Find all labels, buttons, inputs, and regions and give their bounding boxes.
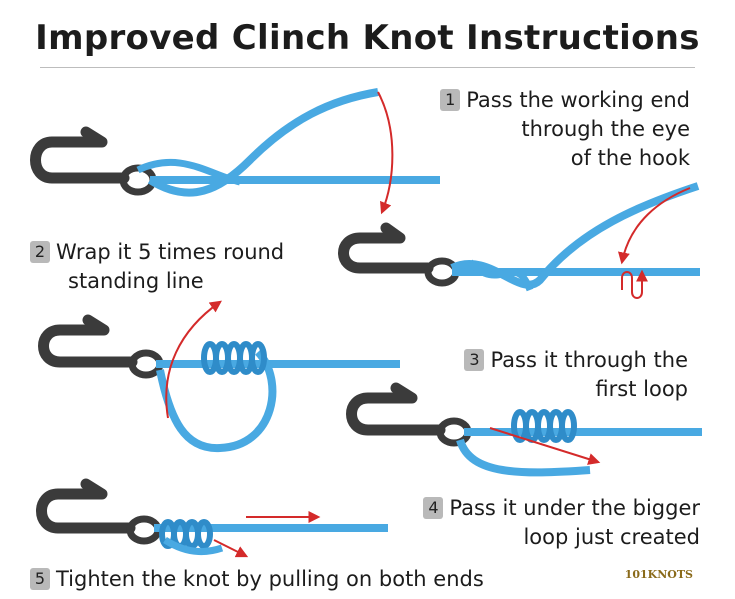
step-number-badge: 2 <box>30 241 50 263</box>
step-line: Pass it under the bigger <box>449 496 700 520</box>
direction-arrow <box>165 300 222 419</box>
step-number-badge: 3 <box>464 349 485 371</box>
hook-icon <box>36 478 136 534</box>
step-line: first loop <box>595 377 688 401</box>
hook-icon <box>338 222 434 274</box>
step-line: Tighten the knot by pulling on both ends <box>56 567 484 591</box>
hook-icon <box>30 126 130 184</box>
wrap-loop <box>467 259 534 292</box>
step-line: loop just created <box>523 525 700 549</box>
direction-arrow <box>618 187 691 265</box>
hook-icon <box>346 382 446 436</box>
step-line: through the eye <box>521 117 690 141</box>
step-3-illustration <box>38 300 400 453</box>
working-end <box>450 182 700 289</box>
working-end <box>147 88 379 197</box>
step-5-illustration <box>36 478 388 558</box>
wrap-arrow <box>621 269 648 299</box>
hook-icon <box>38 314 138 368</box>
step-1-illustration <box>30 88 440 215</box>
step-2-text: 2 Wrap it 5 times round standing line <box>30 238 350 296</box>
step-line: of the hook <box>570 146 690 170</box>
step-2-illustration <box>338 182 700 299</box>
step-line: Pass the working end <box>466 88 690 112</box>
step-5-text: 5 Tighten the knot by pulling on both end… <box>30 565 550 594</box>
tag-end <box>163 536 224 555</box>
big-loop <box>156 349 277 453</box>
wraps <box>511 409 577 443</box>
working-end-back <box>136 158 241 186</box>
title-divider <box>40 67 695 68</box>
step-4-illustration <box>346 382 702 477</box>
loop-through <box>456 438 591 477</box>
wraps <box>201 341 267 375</box>
step-number-badge: 4 <box>423 497 444 519</box>
direction-arrow <box>377 91 394 215</box>
step-line: Pass it through the <box>490 348 688 372</box>
pull-arrow-tag <box>213 539 249 558</box>
step-line: Wrap it 5 times round <box>56 240 285 264</box>
step-number-badge: 1 <box>440 89 461 111</box>
step-line: standing line <box>68 269 204 293</box>
step-number-badge: 5 <box>30 568 50 590</box>
brand-logo: 101KNOTS <box>624 568 693 581</box>
page-title: Improved Clinch Knot Instructions <box>35 18 700 58</box>
direction-arrow <box>489 427 601 465</box>
